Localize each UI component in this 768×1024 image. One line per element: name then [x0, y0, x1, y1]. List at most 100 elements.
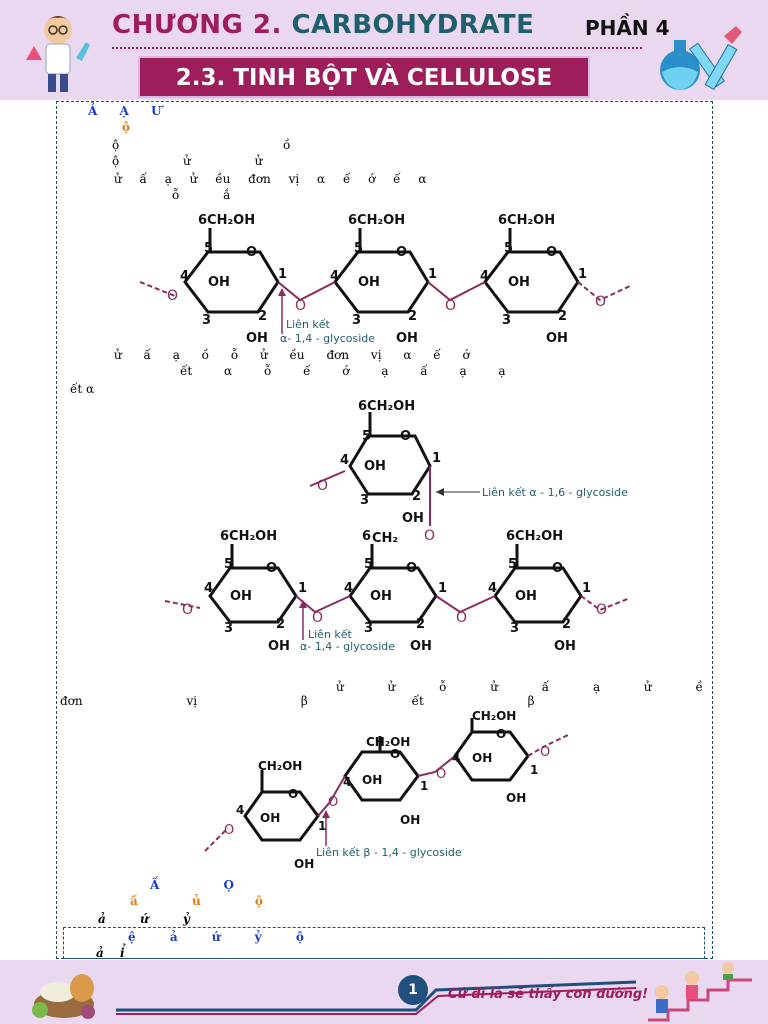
svg-text:1: 1: [298, 581, 307, 596]
svg-text:O: O: [317, 478, 328, 494]
branch-link-label: Liên kết α - 1,6 - glycoside: [482, 486, 628, 499]
svg-text:3: 3: [202, 313, 211, 328]
svg-text:2: 2: [558, 309, 567, 324]
svg-text:OH: OH: [546, 331, 568, 346]
svg-text:OH: OH: [508, 275, 530, 290]
svg-text:5: 5: [354, 241, 363, 256]
svg-text:1: 1: [428, 267, 437, 282]
text-line-3: ử ấ ạ ử ều đơn vị α ế ớ ế α: [114, 172, 427, 186]
svg-text:1: 1: [578, 267, 587, 282]
amylopectin-link-label-1: Liên kết: [308, 628, 353, 641]
svg-text:4: 4: [343, 775, 351, 789]
svg-text:O: O: [167, 288, 178, 304]
svg-text:OH: OH: [364, 459, 386, 474]
svg-text:O: O: [390, 747, 400, 761]
svg-text:OH: OH: [402, 511, 424, 526]
text-line-1: ộ ồ: [112, 138, 291, 152]
svg-text:2: 2: [258, 309, 267, 324]
svg-text:O: O: [456, 610, 467, 626]
svg-text:OH: OH: [396, 331, 418, 346]
svg-text:OH: OH: [554, 639, 576, 654]
svg-text:OH: OH: [208, 275, 230, 290]
svg-text:OH: OH: [294, 857, 314, 871]
svg-text:6CH₂OH: 6CH₂OH: [220, 529, 277, 544]
svg-text:6: 6: [362, 529, 371, 544]
svg-text:1: 1: [420, 779, 428, 793]
svg-text:2: 2: [412, 489, 421, 504]
text-line-10: ả ứ ỷ: [98, 912, 190, 926]
svg-text:O: O: [288, 787, 298, 801]
svg-text:CH₂OH: CH₂OH: [258, 759, 302, 773]
svg-text:O: O: [182, 602, 193, 618]
svg-text:O: O: [396, 245, 407, 260]
svg-text:O: O: [246, 245, 257, 260]
svg-text:O: O: [552, 561, 563, 576]
svg-text:OH: OH: [268, 639, 290, 654]
svg-text:5: 5: [508, 557, 517, 572]
svg-text:6CH₂OH: 6CH₂OH: [358, 399, 415, 414]
svg-text:1: 1: [582, 581, 591, 596]
page-number: 1: [398, 975, 428, 1005]
footer-swoosh: [116, 980, 636, 1015]
svg-text:OH: OH: [410, 639, 432, 654]
svg-text:CH₂OH: CH₂OH: [366, 735, 410, 749]
svg-text:3: 3: [510, 621, 519, 636]
svg-text:3: 3: [364, 621, 373, 636]
svg-text:O: O: [546, 245, 557, 260]
svg-text:OH: OH: [246, 331, 268, 346]
svg-text:1: 1: [278, 267, 287, 282]
scientist-icon: [26, 16, 90, 92]
chapter-name: CARBOHYDRATE: [291, 10, 535, 40]
svg-text:1: 1: [432, 451, 441, 466]
svg-text:O: O: [295, 298, 306, 314]
svg-text:4: 4: [340, 453, 349, 468]
svg-text:3: 3: [352, 313, 361, 328]
text-line-4: ỗ ắ: [172, 188, 231, 202]
chapter-title: CHƯƠNG 2. CARBOHYDRATE: [112, 10, 534, 40]
svg-text:2: 2: [276, 617, 285, 632]
kids-stairs-icon: [648, 962, 752, 1022]
svg-text:4: 4: [180, 269, 189, 284]
cellulose-link-label: Liên kết β - 1,4 - glycoside: [316, 846, 462, 859]
svg-text:O: O: [328, 795, 338, 810]
svg-text:O: O: [224, 823, 234, 838]
svg-text:2: 2: [408, 309, 417, 324]
note-box: [63, 927, 705, 959]
section-heading: Ả Ạ Ư: [88, 104, 162, 118]
svg-text:1: 1: [530, 763, 538, 777]
svg-text:4: 4: [330, 269, 339, 284]
ch2-label: CH₂: [372, 531, 398, 546]
svg-text:3: 3: [224, 621, 233, 636]
svg-text:O: O: [445, 298, 456, 314]
svg-text:6CH₂OH: 6CH₂OH: [498, 213, 555, 228]
svg-text:O: O: [596, 602, 607, 618]
footer-slogan: Cứ đi là sẽ thấy con đường!: [448, 987, 649, 1002]
text-line-8: ử ử ỗ ử ấ ạ ử ề: [336, 680, 703, 694]
subheading-2: ấ ủ ộ: [130, 894, 263, 908]
svg-text:1: 1: [438, 581, 447, 596]
lab-flask-icon: [660, 26, 742, 91]
svg-text:2: 2: [562, 617, 571, 632]
note-line-1: ệ ả ứ ỷ ộ: [128, 930, 304, 944]
svg-text:6CH₂OH: 6CH₂OH: [348, 213, 405, 228]
text-line-7: ết α: [70, 382, 95, 396]
svg-text:5: 5: [224, 557, 233, 572]
svg-text:2: 2: [416, 617, 425, 632]
part-label: PHẦN 4: [585, 16, 670, 40]
note-line-2: ả ỉ: [96, 946, 125, 960]
header-divider: [112, 47, 642, 49]
svg-text:O: O: [266, 561, 277, 576]
svg-text:OH: OH: [230, 589, 252, 604]
subheading-1: ộ: [122, 120, 131, 134]
section-title: 2.3. TINH BỘT VÀ CELLULOSE: [138, 56, 590, 98]
svg-text:1: 1: [318, 819, 326, 833]
svg-text:5: 5: [204, 241, 213, 256]
svg-text:4: 4: [452, 751, 460, 765]
amylopectin-link-label-2: α- 1,4 - glycoside: [300, 640, 395, 653]
svg-text:OH: OH: [358, 275, 380, 290]
food-grains-icon: [32, 974, 95, 1019]
svg-text:4: 4: [236, 803, 244, 817]
